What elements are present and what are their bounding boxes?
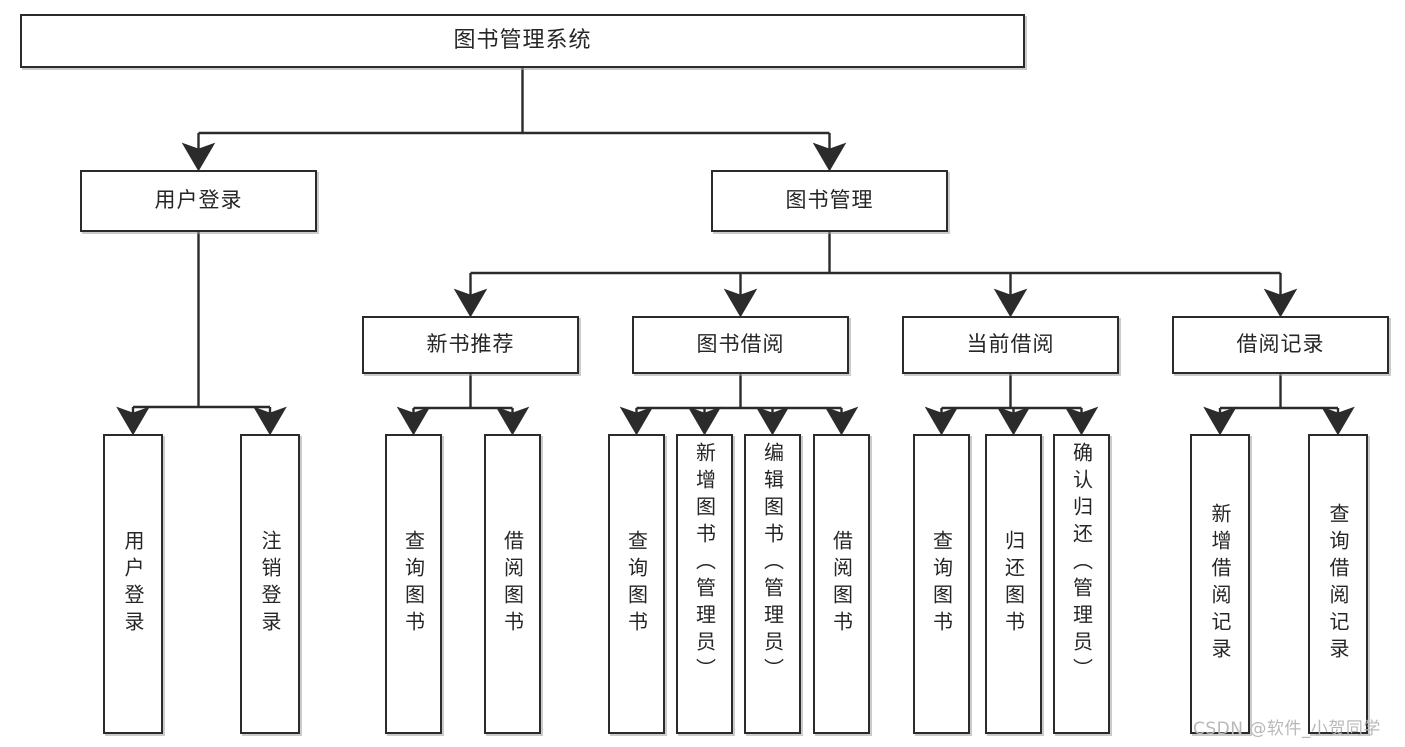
node-leaf-query-book-1[interactable]: 查询图书	[385, 434, 442, 734]
watermark-text: CSDN @软件_小贺同学	[1193, 719, 1381, 739]
node-label: 新书推荐	[426, 332, 515, 357]
node-label: 借阅图书	[829, 530, 854, 638]
node-book-manage[interactable]: 图书管理	[711, 170, 948, 232]
node-label: 图书借阅	[696, 332, 785, 357]
node-leaf-add-book[interactable]: 新增图书（管理员）	[676, 434, 733, 734]
node-leaf-query-record[interactable]: 查询借阅记录	[1308, 434, 1368, 734]
node-label: 查询图书	[624, 530, 649, 638]
node-label: 查询借阅记录	[1326, 503, 1350, 665]
node-root[interactable]: 图书管理系统	[20, 14, 1025, 68]
node-label: 图书管理系统	[453, 27, 592, 53]
node-label: 用户登录	[121, 530, 145, 638]
node-new-book-rec[interactable]: 新书推荐	[362, 316, 579, 374]
node-label: 确认归还（管理员）	[1069, 442, 1094, 685]
node-leaf-add-record[interactable]: 新增借阅记录	[1190, 434, 1250, 734]
node-label: 归还图书	[1001, 530, 1026, 638]
node-user-login[interactable]: 用户登录	[80, 170, 317, 232]
node-leaf-confirm-return[interactable]: 确认归还（管理员）	[1053, 434, 1110, 734]
node-leaf-user-login[interactable]: 用户登录	[103, 434, 163, 734]
node-label: 图书管理	[785, 188, 874, 213]
node-leaf-borrow-book-2[interactable]: 借阅图书	[813, 434, 870, 734]
node-leaf-logout[interactable]: 注销登录	[240, 434, 300, 734]
node-leaf-edit-book[interactable]: 编辑图书（管理员）	[744, 434, 801, 734]
node-label: 借阅记录	[1236, 332, 1325, 357]
node-current-borrow[interactable]: 当前借阅	[902, 316, 1119, 374]
node-label: 新增图书（管理员）	[692, 442, 717, 685]
node-book-borrow[interactable]: 图书借阅	[632, 316, 849, 374]
node-borrow-record[interactable]: 借阅记录	[1172, 316, 1389, 374]
node-label: 查询图书	[401, 530, 426, 638]
node-leaf-borrow-book-1[interactable]: 借阅图书	[484, 434, 541, 734]
node-label: 新增借阅记录	[1208, 503, 1232, 665]
node-label: 当前借阅	[966, 332, 1055, 357]
node-label: 查询图书	[929, 530, 954, 638]
node-leaf-query-book-3[interactable]: 查询图书	[913, 434, 970, 734]
node-label: 编辑图书（管理员）	[760, 442, 785, 685]
node-label: 借阅图书	[500, 530, 525, 638]
node-label: 用户登录	[154, 188, 243, 213]
node-label: 注销登录	[258, 530, 282, 638]
node-leaf-return-book[interactable]: 归还图书	[985, 434, 1042, 734]
node-leaf-query-book-2[interactable]: 查询图书	[608, 434, 665, 734]
